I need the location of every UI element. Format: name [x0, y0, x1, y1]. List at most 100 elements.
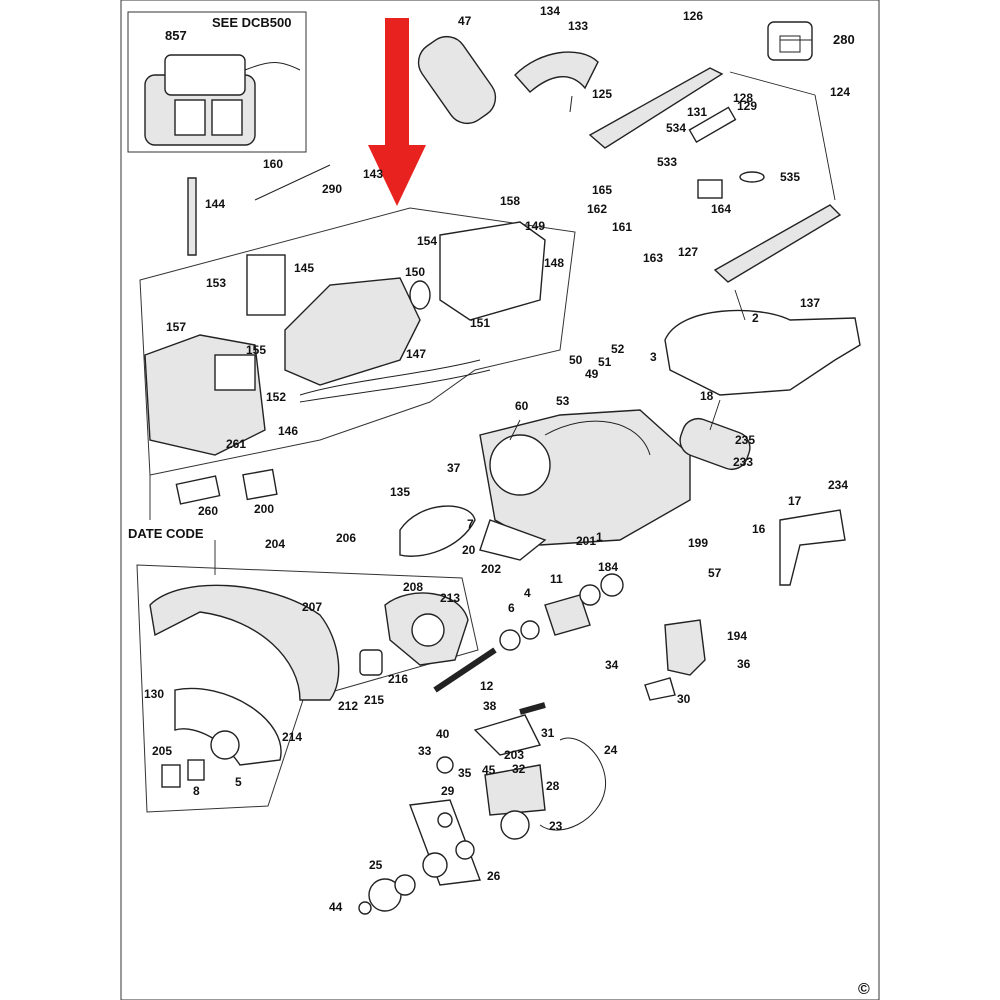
part-label-24: 24 [604, 743, 618, 757]
red-arrow-shaft [385, 18, 409, 148]
part-label-144: 144 [205, 197, 225, 211]
part-label-290: 290 [322, 182, 342, 196]
strap-part [417, 35, 497, 125]
diagram-frame [120, 0, 880, 1000]
part-label-17: 17 [788, 494, 802, 508]
part-label-125: 125 [592, 87, 612, 101]
part-label-40: 40 [436, 727, 450, 741]
part-label-44: 44 [329, 900, 343, 914]
handle-bracket [187, 177, 197, 256]
part-label-199: 199 [688, 536, 708, 550]
part-label-129: 129 [737, 99, 757, 113]
part-label-52: 52 [611, 342, 625, 356]
part-label-534: 534 [666, 121, 686, 135]
part-label-38: 38 [483, 699, 497, 713]
part-label-20: 20 [462, 543, 476, 557]
part-label-1: 1 [596, 530, 603, 544]
part-label-145: 145 [294, 261, 314, 275]
part-label-203: 203 [504, 748, 524, 762]
part-label-57: 57 [708, 566, 722, 580]
part-label-31: 31 [541, 726, 555, 740]
belt-cover [664, 309, 861, 396]
part-label-45: 45 [482, 763, 496, 777]
part-label-147: 147 [406, 347, 426, 361]
part-label-4: 4 [524, 586, 531, 600]
part-label-214: 214 [282, 730, 302, 744]
part-label-25: 25 [369, 858, 383, 872]
bearings-row [499, 573, 624, 651]
part-label-200: 200 [254, 502, 274, 516]
part-label-51: 51 [598, 355, 612, 369]
part-label-235: 235 [735, 433, 755, 447]
part-label-152: 152 [266, 390, 286, 404]
part-label-207: 207 [302, 600, 322, 614]
gearbox-parts [358, 702, 606, 915]
part-label-533: 533 [657, 155, 677, 169]
part-label-128: 128 [733, 91, 753, 105]
shield-part [399, 505, 476, 557]
part-label-34: 34 [605, 658, 619, 672]
part-label-162: 162 [587, 202, 607, 216]
part-label-149: 149 [525, 219, 545, 233]
red-arrow-icon [368, 18, 426, 206]
part-label-37: 37 [447, 461, 461, 475]
pad-261 [175, 475, 221, 505]
copyright-mark: © [858, 981, 870, 998]
part-label-28: 28 [546, 779, 560, 793]
wire-part [254, 164, 331, 201]
part-label-124: 124 [830, 85, 850, 99]
part-label-18: 18 [700, 389, 714, 403]
shaft-part [433, 647, 497, 693]
part-label-135: 135 [390, 485, 410, 499]
charger-drawing [144, 54, 301, 146]
part-label-127: 127 [678, 245, 698, 259]
part-label-23: 23 [549, 819, 563, 833]
red-arrow-head [368, 145, 426, 206]
switch-part [688, 106, 737, 144]
part-label-126: 126 [683, 9, 703, 23]
part-label-2: 2 [752, 311, 759, 325]
part-label-5: 5 [235, 775, 242, 789]
part-label-201: 201 [576, 534, 596, 548]
part-label-16: 16 [752, 522, 766, 536]
part-label-150: 150 [405, 265, 425, 279]
part-label-8: 8 [193, 784, 200, 798]
blade-guard [149, 584, 340, 701]
part-label-50: 50 [569, 353, 583, 367]
part-label-36: 36 [737, 657, 751, 671]
part-label-184: 184 [598, 560, 618, 574]
part-label-160: 160 [263, 157, 283, 171]
part-label-233: 233 [733, 455, 753, 469]
part-label-47: 47 [458, 14, 472, 28]
part-label-260: 260 [198, 504, 218, 518]
part-label-535: 535 [780, 170, 800, 184]
part-label-194: 194 [727, 629, 747, 643]
part-label-60: 60 [515, 399, 529, 413]
bracket-part [664, 619, 706, 676]
part-label-11: 11 [550, 572, 563, 586]
part-label-215: 215 [364, 693, 384, 707]
part-label-155: 155 [246, 343, 266, 357]
part-label-857: 857 [165, 28, 187, 43]
see-note-label: SEE DCB500 [212, 15, 291, 30]
part-label-216: 216 [388, 672, 408, 686]
part-label-161: 161 [612, 220, 632, 234]
clip-part [514, 51, 599, 93]
part-label-131: 131 [687, 105, 707, 119]
part-label-212: 212 [338, 699, 358, 713]
part-label-146: 146 [278, 424, 298, 438]
part-label-130: 130 [144, 687, 164, 701]
part-label-154: 154 [417, 234, 437, 248]
handle-part [679, 417, 751, 471]
part-label-204: 204 [265, 537, 285, 551]
part-label-3: 3 [650, 350, 657, 364]
lever-part [779, 509, 846, 586]
part-label-49: 49 [585, 367, 599, 381]
date-code-label: DATE CODE [128, 526, 204, 541]
pad-260 [242, 468, 278, 501]
part-label-164: 164 [711, 202, 731, 216]
part-label-261: 261 [226, 437, 246, 451]
part-label-35: 35 [458, 766, 472, 780]
part-label-148: 148 [544, 256, 564, 270]
part-label-157: 157 [166, 320, 186, 334]
